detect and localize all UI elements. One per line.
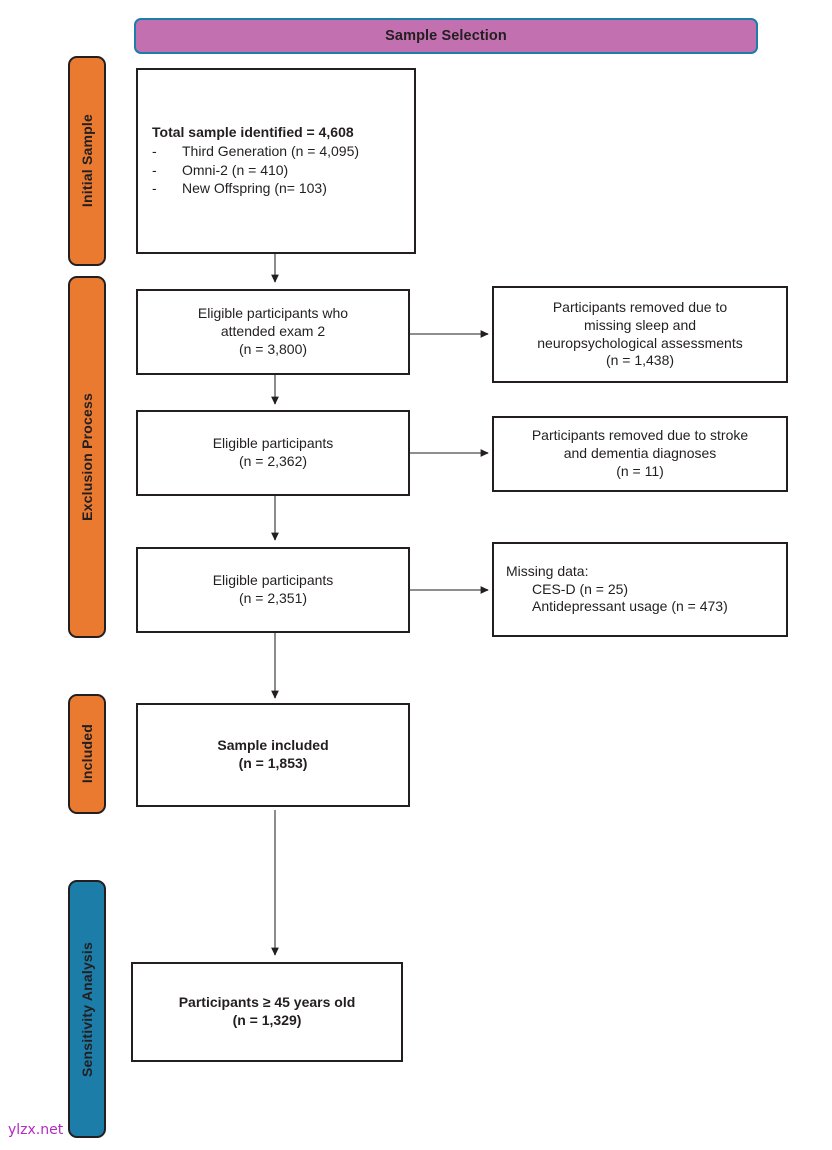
stage-label-exclusion-process: Exclusion Process (79, 393, 95, 521)
box-initial-sample: Total sample identified = 4,608 - Third … (136, 68, 416, 254)
bullet-text: Third Generation (n = 4,095) (182, 142, 360, 159)
stage-bar-initial-sample: Initial Sample (68, 56, 106, 266)
sample-included-line-1: Sample included (217, 737, 329, 754)
stage-label-sensitivity-analysis: Sensitivity Analysis (79, 941, 95, 1077)
bullet-text: New Offspring (n= 103) (182, 180, 327, 197)
eligible-exam2-count: (n = 3,800) (238, 340, 308, 357)
box-removed-missing-assessments: Participants removed due to missing slee… (492, 286, 788, 383)
box-participants-45-plus: Participants ≥ 45 years old (n = 1,329) (131, 962, 403, 1062)
removed-sleep-line-3: neuropsychological assessments (537, 334, 743, 351)
sample-included-count: (n = 1,853) (238, 755, 308, 771)
bullet-text: Omni-2 (n = 410) (182, 161, 289, 178)
eligible-2362-line-1: Eligible participants (212, 435, 334, 452)
page-title: Sample Selection (385, 28, 507, 44)
sample-selection-header: Sample Selection (134, 18, 758, 54)
stage-bar-included: Included (68, 694, 106, 814)
box-removed-stroke-dementia: Participants removed due to stroke and d… (492, 416, 788, 492)
removed-sleep-count: (n = 1,438) (605, 352, 675, 369)
removed-stroke-line-2: and dementia diagnoses (563, 445, 717, 462)
box-eligible-2362: Eligible participants (n = 2,362) (136, 410, 410, 496)
initial-sample-bullet-3: - New Offspring (n= 103) (152, 179, 327, 198)
sensitivity-line-1: Participants ≥ 45 years old (178, 994, 356, 1011)
box-missing-data: Missing data: CES-D (n = 25) Antidepress… (492, 542, 788, 637)
watermark: ylzx.net (8, 1122, 64, 1138)
sensitivity-count: (n = 1,329) (232, 1012, 302, 1028)
removed-sleep-line-1: Participants removed due to (552, 298, 728, 315)
eligible-exam2-line-2: attended exam 2 (220, 323, 326, 340)
removed-sleep-line-2: missing sleep and (583, 316, 697, 333)
missing-data-heading: Missing data: (506, 562, 589, 579)
missing-data-item-cesd: CES-D (n = 25) (532, 580, 629, 597)
removed-stroke-count: (n = 11) (616, 462, 664, 479)
initial-sample-heading: Total sample identified = 4,608 (152, 124, 354, 141)
stage-label-included: Included (79, 724, 95, 784)
missing-data-item-antidepressant: Antidepressant usage (n = 473) (532, 598, 728, 615)
removed-stroke-line-1: Participants removed due to stroke (531, 427, 749, 444)
box-eligible-2351: Eligible participants (n = 2,351) (136, 547, 410, 633)
bullet-dash: - (152, 180, 157, 197)
initial-sample-bullet-1: - Third Generation (n = 4,095) (152, 142, 359, 161)
eligible-2362-count: (n = 2,362) (238, 453, 308, 469)
stage-bar-exclusion-process: Exclusion Process (68, 276, 106, 638)
eligible-2351-count: (n = 2,351) (238, 590, 308, 606)
eligible-2351-line-1: Eligible participants (212, 572, 334, 589)
stage-bar-sensitivity-analysis: Sensitivity Analysis (68, 880, 106, 1138)
bullet-dash: - (152, 142, 157, 159)
bullet-dash: - (152, 161, 157, 178)
box-eligible-exam2: Eligible participants who attended exam … (136, 289, 410, 375)
box-sample-included: Sample included (n = 1,853) (136, 703, 410, 807)
eligible-exam2-line-1: Eligible participants who (197, 305, 349, 322)
initial-sample-bullet-2: - Omni-2 (n = 410) (152, 161, 288, 180)
stage-label-initial-sample: Initial Sample (79, 114, 95, 208)
